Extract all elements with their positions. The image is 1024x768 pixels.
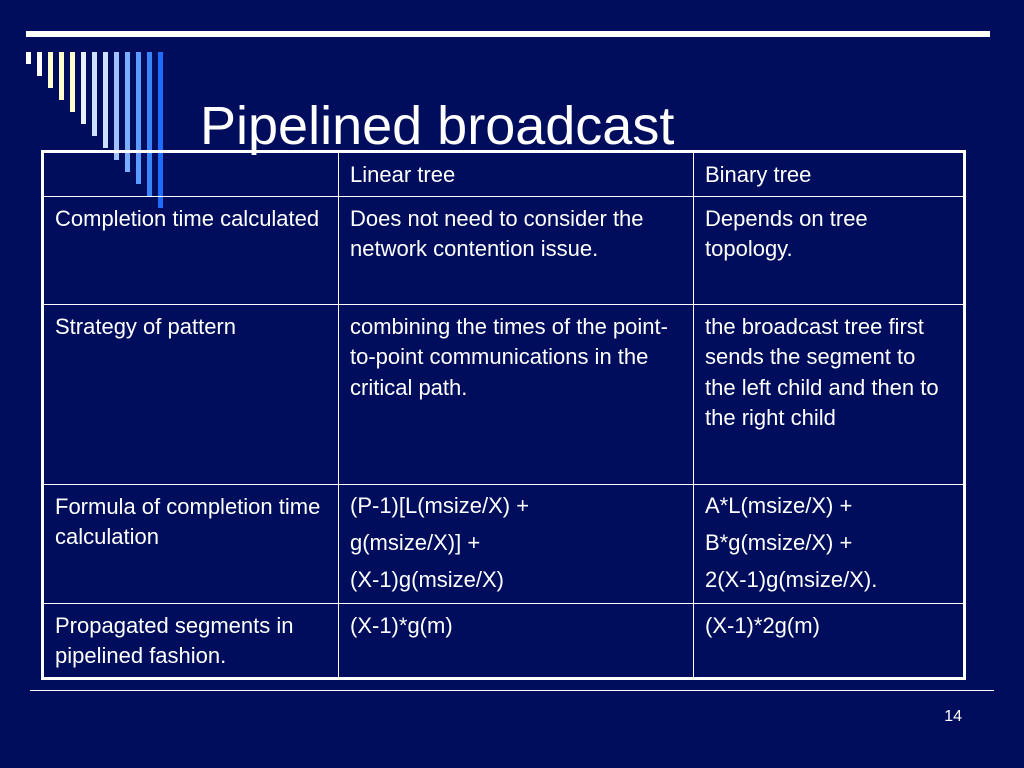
formula-line: 2(X-1)g(msize/X). — [705, 566, 878, 592]
comparison-table: Linear tree Binary tree Completion time … — [41, 150, 966, 680]
linear-tree-cell: Does not need to consider the network co… — [338, 195, 694, 305]
header-cell-linear-tree: Linear tree — [338, 151, 694, 197]
slide-title: Pipelined broadcast — [200, 96, 675, 156]
stripe-4 — [59, 52, 64, 100]
footer-rule — [30, 690, 994, 691]
table-row: Propagated segments in pipelined fashion… — [42, 602, 965, 679]
stripe-8 — [103, 52, 108, 148]
linear-tree-formula-cell: (P-1)[L(msize/X) + g(msize/X)] + (X-1)g(… — [338, 483, 694, 604]
formula-line: (P-1)[L(msize/X) + — [350, 492, 530, 518]
formula-line: A*L(msize/X) + — [705, 492, 853, 518]
binary-tree-cell: the broadcast tree first sends the segme… — [693, 303, 965, 485]
table-row: Strategy of pattern combining the times … — [42, 303, 965, 485]
stripe-7 — [92, 52, 97, 136]
header-cell-binary-tree: Binary tree — [693, 151, 965, 197]
top-rule — [26, 31, 990, 37]
row-label-cell: Strategy of pattern — [42, 303, 339, 485]
linear-tree-cell: combining the times of the point-to-poin… — [338, 303, 694, 485]
page-number: 14 — [944, 708, 962, 725]
stripe-3 — [48, 52, 53, 88]
stripe-9 — [114, 52, 119, 160]
stripe-10 — [125, 52, 130, 172]
formula-line: B*g(msize/X) + — [705, 529, 853, 555]
header-cell-empty — [42, 151, 339, 197]
stripe-6 — [81, 52, 86, 124]
formula-line: g(msize/X)] + — [350, 529, 481, 555]
formula-line: (X-1)g(msize/X) — [350, 566, 505, 592]
stripe-1 — [26, 52, 31, 64]
stripe-5 — [70, 52, 75, 112]
stripe-12 — [147, 52, 152, 196]
table-row: Formula of completion time calculation (… — [42, 483, 965, 604]
row-label-cell: Propagated segments in pipelined fashion… — [42, 602, 339, 679]
binary-tree-formula-cell: A*L(msize/X) + B*g(msize/X) + 2(X-1)g(ms… — [693, 483, 965, 604]
table-row: Completion time calculated Does not need… — [42, 195, 965, 305]
binary-tree-cell: Depends on tree topology. — [693, 195, 965, 305]
table-header-row: Linear tree Binary tree — [42, 151, 965, 197]
row-label-cell: Formula of completion time calculation — [42, 483, 339, 604]
binary-tree-cell: (X-1)*2g(m) — [693, 602, 965, 679]
row-label-cell: Completion time calculated — [42, 195, 339, 305]
vertical-stripes-decoration — [26, 52, 176, 212]
stripe-2 — [37, 52, 42, 76]
stripe-11 — [136, 52, 141, 184]
stripe-13 — [158, 52, 163, 208]
linear-tree-cell: (X-1)*g(m) — [338, 602, 694, 679]
